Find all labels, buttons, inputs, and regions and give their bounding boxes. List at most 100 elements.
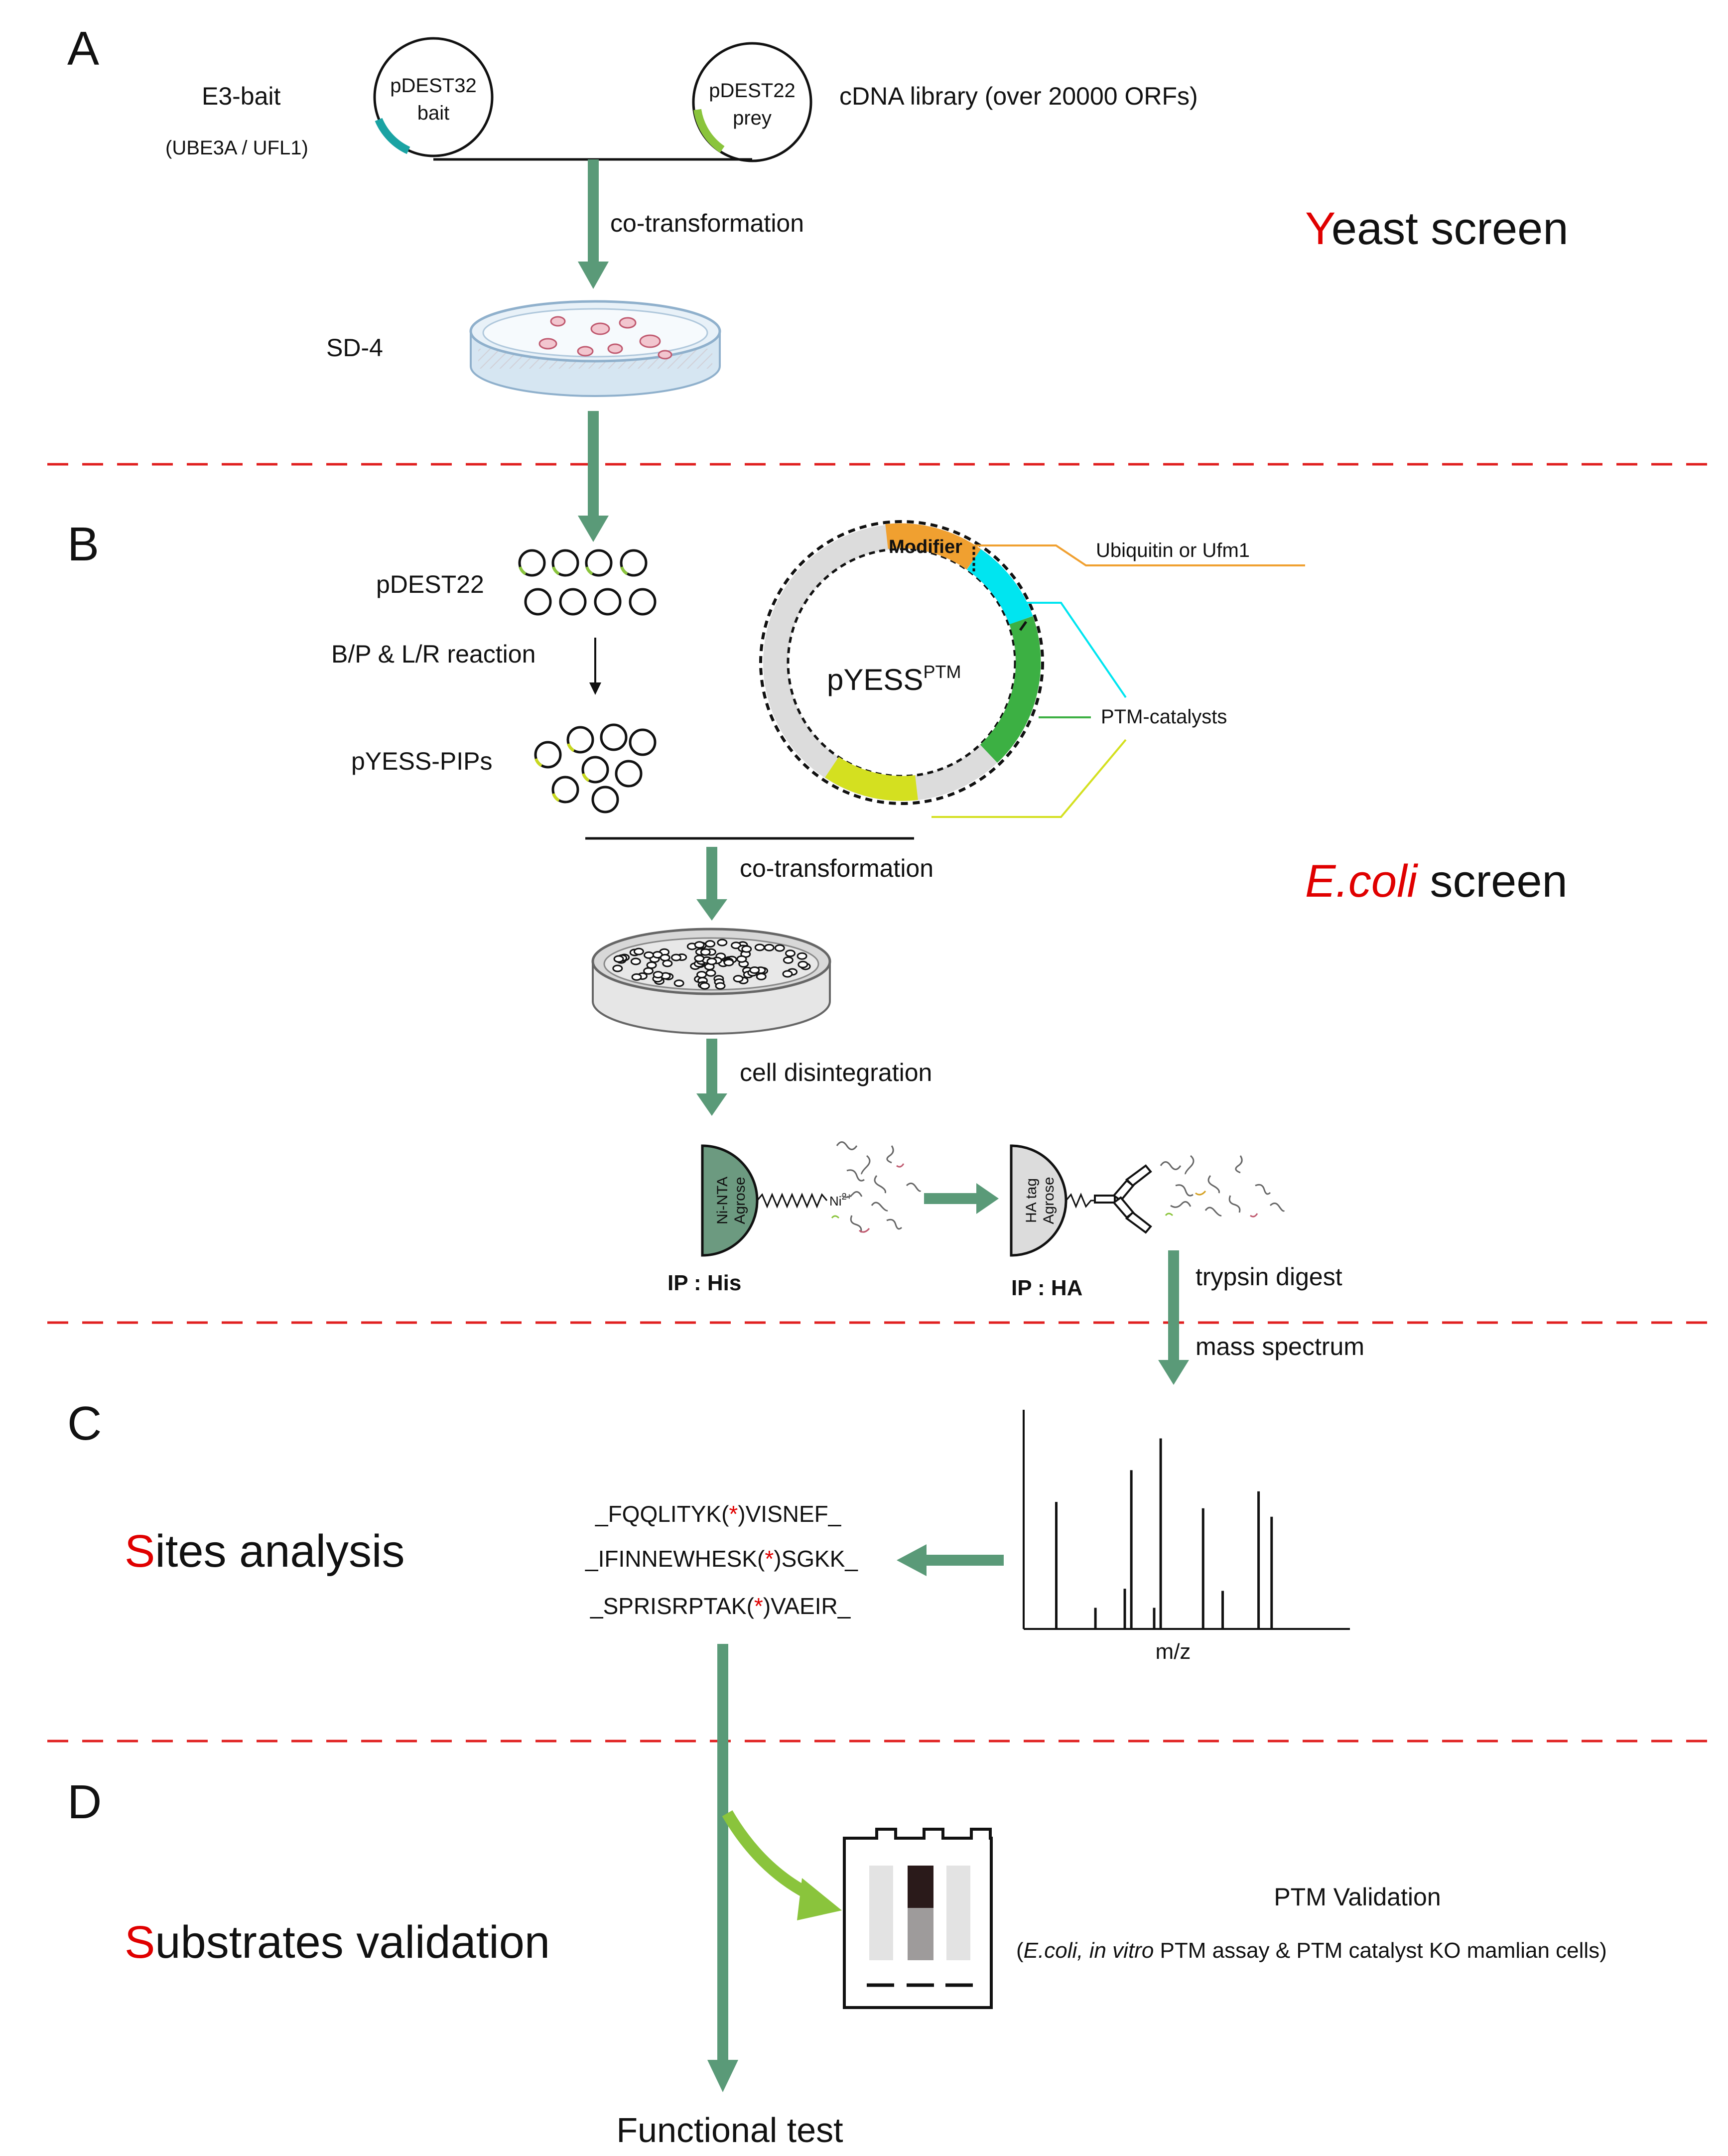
- colony: [715, 982, 726, 990]
- pyess-pips-marker-arcs: [534, 743, 590, 802]
- colony: [613, 955, 624, 963]
- peptide-2-site: *: [765, 1546, 774, 1572]
- ptm-catalysts-label: PTM-catalysts: [1101, 706, 1227, 728]
- sites-analysis-title: Sites analysis: [125, 1526, 404, 1577]
- arrow-to-section-b: [578, 411, 609, 542]
- colony: [782, 970, 793, 978]
- colony: [700, 948, 711, 956]
- callout-yellow: [931, 739, 1127, 818]
- colony: [733, 975, 744, 983]
- arrow-bp-lr: [589, 638, 601, 695]
- gel-lane-1: [869, 1866, 893, 1960]
- sd4-plate: [469, 300, 721, 397]
- pdest22-plasmid-cluster: [518, 549, 657, 616]
- pyess-pips-label: pYESS-PIPs: [351, 747, 492, 775]
- colony: [756, 972, 767, 980]
- colony: [705, 969, 716, 977]
- substrates-validation-title: Substrates validation: [125, 1917, 550, 1968]
- colony: [723, 958, 734, 966]
- peptide-3-site: *: [754, 1593, 763, 1619]
- colony: [630, 957, 641, 965]
- yeast-screen-title: Yeast screen: [1305, 203, 1569, 254]
- ni-nta-bead: Ni-NTA Agrose Ni2+: [701, 1144, 852, 1257]
- ip-his-label: IP : His: [667, 1271, 741, 1295]
- ha-bead-label-2: Agrose: [1041, 1177, 1057, 1224]
- yeast-title-initial: Y: [1305, 203, 1335, 254]
- gel-lane-2-glow: [908, 1908, 933, 1960]
- substrates-title-initial: S: [125, 1917, 155, 1968]
- peptide-list: _FQQLITYK(*)VISNEF_ _IFINNEWHESK(*)SGKK_…: [585, 1501, 858, 1619]
- colony: [653, 971, 664, 979]
- colony: [754, 943, 765, 951]
- protein-mixture-1: [831, 1141, 922, 1233]
- modifier-segment-label: Modifier: [889, 537, 962, 557]
- arrow-functional-test: [707, 1644, 738, 2092]
- gel-lane-3: [946, 1866, 970, 1960]
- pyess-superscript: PTM: [923, 662, 961, 682]
- bait-plasmid-name: pDEST32: [390, 75, 476, 97]
- bp-lr-reaction-label: B/P & L/R reaction: [331, 640, 535, 668]
- peptide-1-post: )VISNEF_: [738, 1501, 841, 1527]
- step-mass-spectrum: mass spectrum: [1196, 1333, 1364, 1360]
- panel-label-c: C: [67, 1397, 102, 1450]
- pdest22-marker-arcs: [519, 566, 628, 575]
- mass-spectrum-chart: m/z: [1023, 1410, 1350, 1664]
- pyess-ptm-name: pYESSPTM: [827, 662, 961, 696]
- ha-tag-bead: HA tag Agrose: [1010, 1144, 1152, 1257]
- colony: [706, 957, 717, 965]
- bait-subtitle: (UBE3A / UFL1): [165, 137, 308, 159]
- colony: [749, 966, 760, 974]
- ni-ion-label: Ni2+: [829, 1192, 852, 1209]
- ni-ion-symbol: Ni: [829, 1194, 842, 1209]
- substrates-title-rest: ubstrates validation: [155, 1917, 550, 1968]
- western-blot-gel: [843, 1828, 993, 2009]
- colony: [670, 953, 681, 961]
- pyess-pips-cluster: [534, 723, 657, 813]
- callout-modifier: [971, 544, 1305, 566]
- pyess-main: pYESS: [827, 663, 923, 696]
- bait-plasmid-type: bait: [417, 102, 450, 124]
- plate-label-sd4: SD-4: [326, 334, 383, 362]
- bait-plasmid: pDEST32 bait: [373, 37, 494, 157]
- colony: [673, 979, 684, 987]
- peptide-1: _FQQLITYK(*)VISNEF_: [595, 1501, 842, 1527]
- ni-nta-bead-label-1: Ni-NTA: [714, 1177, 731, 1224]
- sites-title-initial: S: [125, 1526, 155, 1577]
- callout-cyan: [1011, 602, 1127, 698]
- pyess-ptm-plasmid: Modifier pYESSPTM: [759, 520, 1044, 805]
- colony: [694, 941, 705, 949]
- colony: [633, 947, 644, 955]
- pdest22-label: pDEST22: [376, 570, 484, 598]
- bait-label: E3-bait: [202, 82, 281, 110]
- ms-x-axis-label: m/z: [1156, 1639, 1191, 1664]
- peptide-1-site: *: [729, 1501, 738, 1527]
- step-co-transformation-2: co-transformation: [740, 854, 933, 882]
- colony: [736, 955, 747, 963]
- colony: [644, 951, 655, 959]
- peptide-1-pre: _FQQLITYK(: [595, 1501, 729, 1527]
- step-cell-disintegration: cell disintegration: [740, 1059, 932, 1086]
- peptide-2-post: )SGKK_: [774, 1546, 858, 1572]
- arrow-trypsin-mass-spec: [1158, 1250, 1189, 1385]
- arrow-co-transformation-1: [578, 159, 609, 289]
- arrow-cell-disintegration: [696, 1039, 727, 1116]
- colony: [643, 967, 654, 975]
- ni-nta-bead-label-2: Agrose: [732, 1177, 748, 1224]
- colony: [694, 954, 705, 962]
- functional-test-label: Functional test: [616, 2111, 843, 2150]
- colony: [783, 956, 794, 964]
- ptm-validation-details: (E.coli, in vitro PTM assay & PTM cataly…: [1016, 1938, 1607, 1963]
- colony: [797, 952, 807, 960]
- validation-rest: PTM assay & PTM catalyst KO mamlian cell…: [1154, 1938, 1607, 1963]
- prey-plasmid-type: prey: [733, 107, 772, 129]
- ecoli-plate: [591, 928, 831, 1035]
- peptide-3-post: )VAEIR_: [763, 1593, 851, 1619]
- sites-title-rest: ites analysis: [155, 1526, 404, 1577]
- ptm-validation-title: PTM Validation: [1274, 1883, 1441, 1911]
- colony: [699, 982, 710, 990]
- arrow-ptm-validation: [722, 1810, 842, 1920]
- modifier-note: Ubiquitin or Ufm1: [1096, 539, 1250, 561]
- colony: [717, 939, 728, 946]
- colony: [705, 940, 716, 948]
- cdna-library-label: cDNA library (over 20000 ORFs): [839, 82, 1198, 110]
